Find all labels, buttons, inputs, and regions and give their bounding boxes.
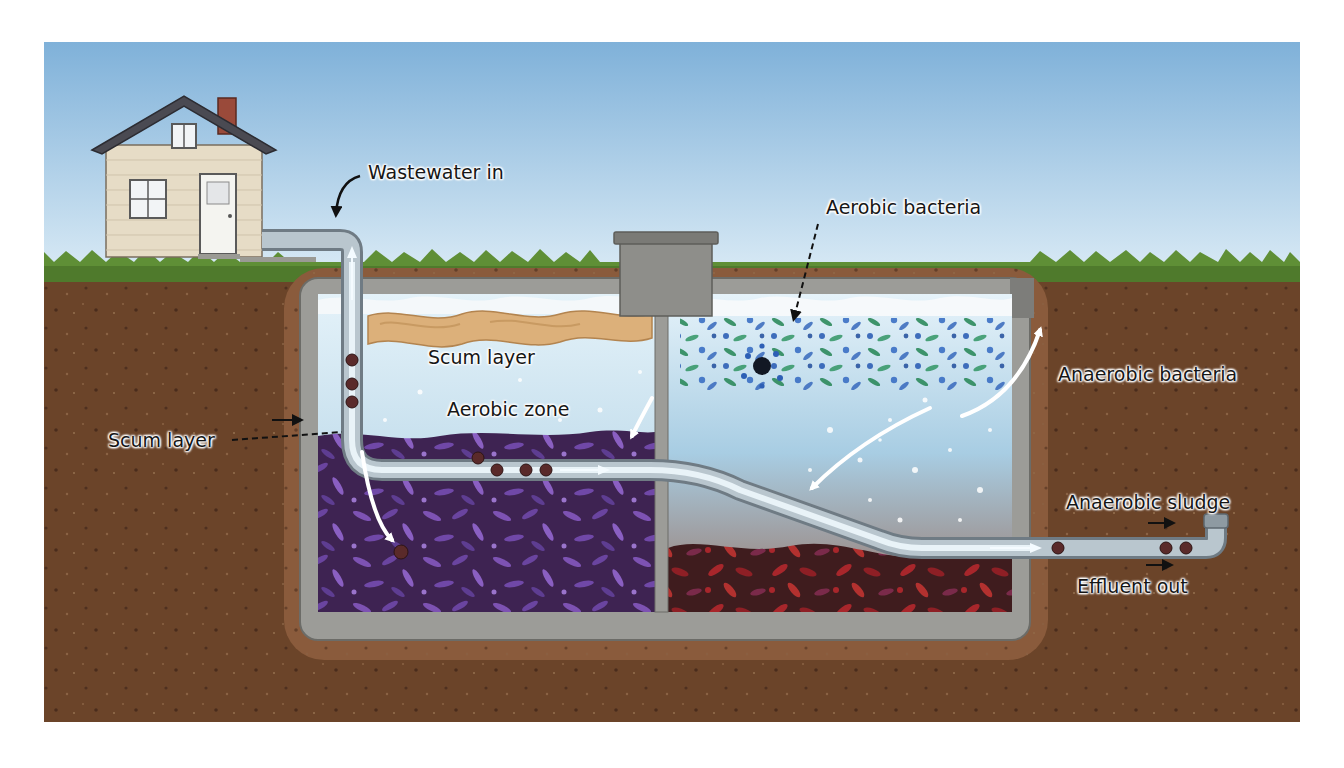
callout-label: Scum layer <box>428 345 535 369</box>
callout-label: Aerobic bacteria <box>826 195 981 219</box>
callout-label: Aerobic zone <box>447 397 570 421</box>
callout-label: Effluent out <box>1077 574 1188 598</box>
callout-label: Scum layer <box>108 428 215 452</box>
callout-label: Wastewater in <box>368 160 504 184</box>
callout-label: Anaerobic bacteria <box>1058 362 1237 386</box>
callout-label: Anaerobic sludge <box>1066 490 1230 514</box>
